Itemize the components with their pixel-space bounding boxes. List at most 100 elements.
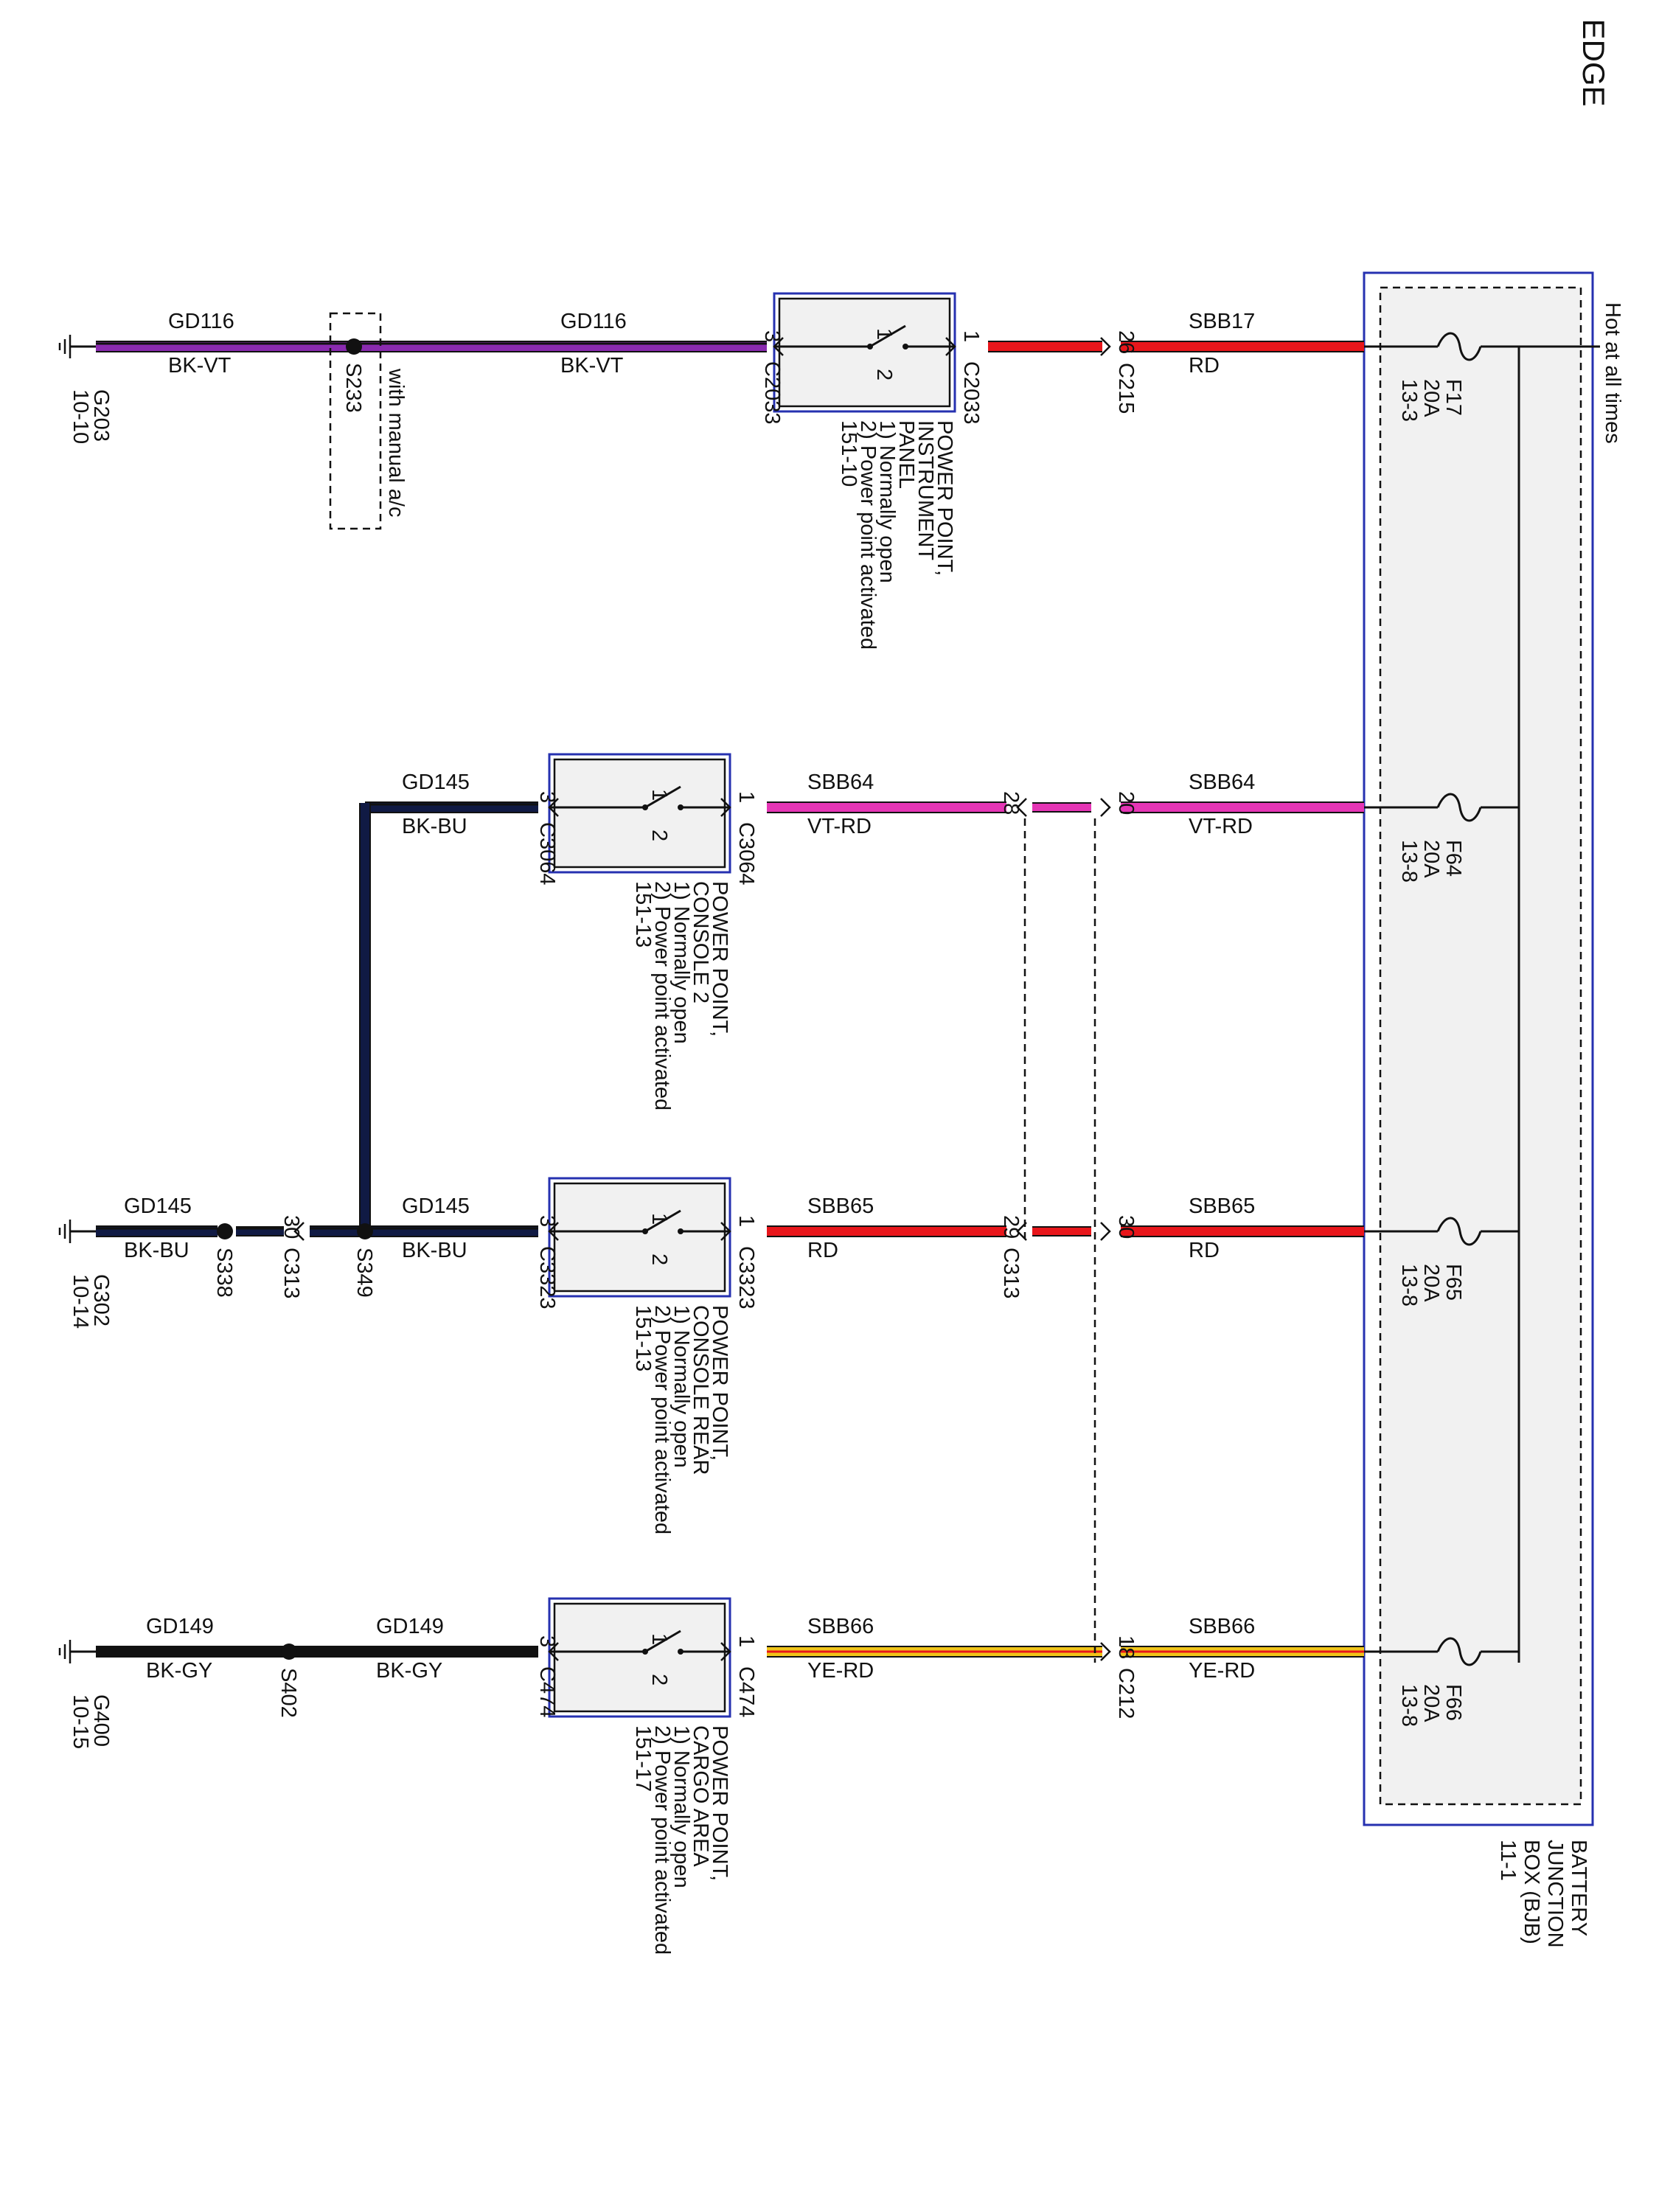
bjb-title: BATTERY JUNCTION BOX (BJB) 11-1 [1496, 1840, 1590, 1948]
wire-color-label: BK-VT [560, 354, 624, 378]
battery-junction-box: Hot at all times BATTERY JUNCTION BOX (B… [1363, 271, 1624, 1948]
switch-description-line: 1) Normally open [669, 881, 693, 1044]
page-header: EDGE [1576, 18, 1611, 106]
switch-connector-out [548, 798, 559, 817]
wire-circuit-label: GD116 [560, 310, 627, 333]
wire-color-label: BK-BU [124, 1239, 189, 1262]
fuse-name-label: F17 [1441, 379, 1465, 416]
c313-pin-label: 20 [1114, 791, 1138, 815]
fuse-ref-label: 13-3 [1397, 379, 1421, 422]
wire-circuit-label: SBB66 [807, 1615, 874, 1638]
s233-splice [346, 338, 362, 355]
switch-instrument-panel [773, 292, 956, 413]
c215-connector-label: C215 [1114, 363, 1138, 414]
wire-color-label: RD [1189, 1239, 1220, 1262]
switch-pin-label: 1 [647, 1633, 671, 1645]
wire-color-label: RD [807, 1239, 838, 1262]
wire-circuit-label: SBB64 [807, 771, 874, 794]
switch-inner [553, 1182, 726, 1293]
wire-circuit-label: SBB65 [807, 1194, 874, 1218]
switch-description-line: CARGO AREA [689, 1725, 712, 1867]
switch-description-line: 1) Normally open [875, 420, 899, 583]
switch-blade [644, 785, 681, 809]
c313-pin-label: 30 [1114, 1215, 1138, 1239]
wire-color-label: BK-BU [402, 815, 467, 838]
c215-connector [1100, 337, 1111, 356]
bjb-inner [1379, 286, 1582, 1806]
switch-description-line: 151-17 [631, 1725, 655, 1792]
switch-connector-in [945, 337, 956, 356]
switch-pin-label: 2 [647, 1253, 671, 1265]
c212-pin-label: 18 [1114, 1635, 1138, 1659]
s233-label: S233 [341, 363, 365, 413]
wire-circuit-label: GD145 [402, 771, 470, 794]
switch-description-line: POWER POINT, [933, 420, 956, 576]
ground-name-label: G400 [89, 1694, 113, 1747]
wire-color-label: BK-BU [402, 1239, 467, 1262]
switch-pin-out-label: 3 [760, 330, 784, 342]
switch-description-line: 1) Normally open [669, 1305, 693, 1468]
switch-pin-in-label: 1 [734, 791, 758, 803]
switch-connector-label: C3064 [535, 822, 559, 885]
c215-pin-label: 26 [1114, 330, 1138, 354]
bjb-title-line: JUNCTION [1543, 1840, 1567, 1948]
c313-connector-label: C313 [999, 1248, 1023, 1298]
wire-color-label: RD [1189, 354, 1220, 378]
switch-blade [644, 1209, 681, 1233]
switch-connector-in [720, 1222, 731, 1241]
fuse-rating-label: 20A [1419, 1684, 1443, 1722]
switch-contact [678, 1649, 684, 1655]
switch-outline [773, 292, 956, 413]
switch-connector-label: C2033 [760, 361, 784, 424]
switch-connector-label: C3323 [535, 1246, 559, 1309]
ground-ref-label: 10-10 [69, 389, 92, 444]
c313-connector-c [1100, 1222, 1111, 1241]
wire-color-label: BK-GY [146, 1659, 212, 1683]
wire-color-label: VT-RD [1189, 815, 1253, 838]
switch-outline [548, 1177, 731, 1298]
switch-description-line: 151-10 [837, 420, 860, 487]
wire-circuit-label: SBB17 [1189, 310, 1255, 333]
s349-splice [357, 1223, 373, 1239]
wire-circuit-label: SBB64 [1189, 771, 1255, 794]
connector-links [329, 312, 1096, 1663]
switch-pin-out-label: 3 [535, 1215, 559, 1227]
wire-color-label: YE-RD [807, 1659, 874, 1683]
c313-pin-label: 28 [999, 791, 1023, 815]
switch-pin-in-label: 1 [734, 1635, 758, 1647]
wire-circuit-label: SBB65 [1189, 1194, 1255, 1218]
switch-blade [869, 324, 906, 348]
c313-ground-connector [293, 1222, 305, 1241]
s402-label: S402 [276, 1668, 300, 1718]
c313-connector-b [1016, 798, 1027, 817]
switch-connector-out [548, 1642, 559, 1661]
wire-color-label: BK-VT [168, 354, 232, 378]
switch-connector-label: C474 [734, 1666, 758, 1717]
ground-name-label: G203 [89, 389, 113, 442]
switch-description-line: 2) Power point activated [650, 1305, 674, 1534]
switch-outline [548, 753, 731, 874]
switch-contact [678, 804, 684, 810]
switch-inner [553, 758, 726, 869]
switch-description-line: 151-13 [631, 1305, 655, 1371]
fuse-rating-label: 20A [1419, 379, 1443, 417]
switch-console-rear [548, 1177, 731, 1298]
fuse-rating-label: 20A [1419, 840, 1443, 878]
switch-connector-label: C2033 [959, 361, 983, 424]
switch-description-line: PANEL [894, 420, 918, 489]
ground-name-label: G302 [89, 1274, 113, 1326]
switch-pin-label: 2 [872, 369, 896, 380]
wire-circuit-label: GD116 [168, 310, 234, 333]
fuse-ref-label: 13-8 [1397, 840, 1421, 883]
wire-circuit-label: GD149 [146, 1615, 214, 1638]
c313-connector-d [1016, 1222, 1027, 1241]
c212-connector [1100, 1642, 1111, 1661]
fuse-ref-label: 13-8 [1397, 1684, 1421, 1727]
switch-pin-label: 1 [647, 789, 671, 801]
switch-connector-out [773, 337, 784, 356]
switch-cargo-area [548, 1597, 731, 1718]
switch-description-line: 2) Power point activated [856, 420, 880, 650]
switch-inner [778, 297, 951, 408]
wire-circuit-label: GD149 [376, 1615, 444, 1638]
